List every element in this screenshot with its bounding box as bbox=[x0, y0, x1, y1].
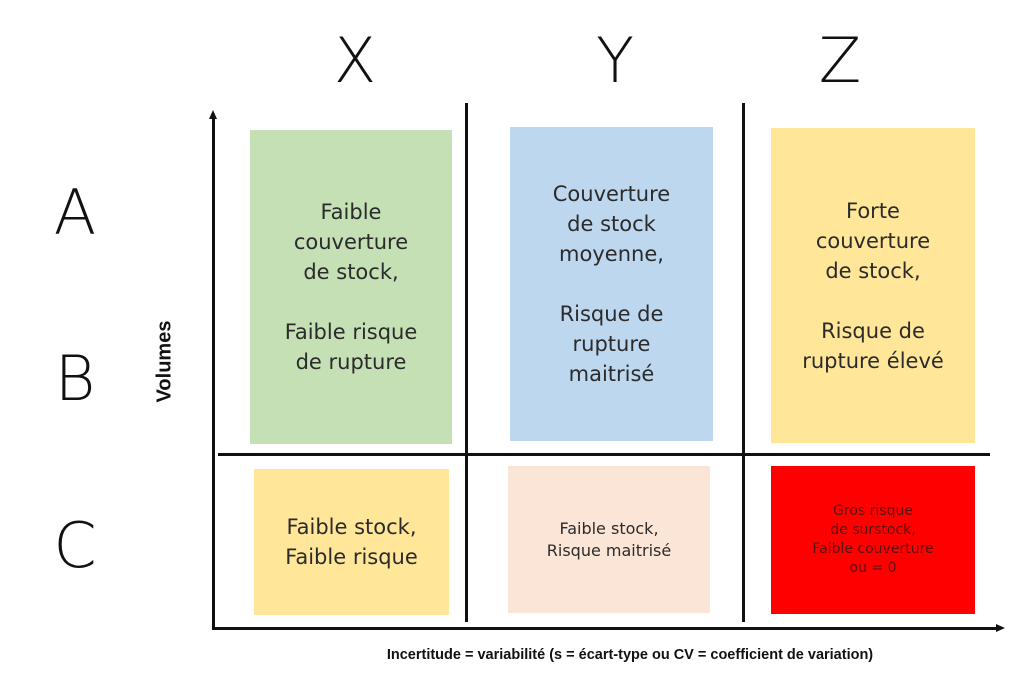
cell-c-x: Faible stock, Faible risque bbox=[254, 469, 449, 615]
cell-ab-x: Faible couverture de stock, Faible risqu… bbox=[250, 130, 452, 444]
divider-ab-c bbox=[218, 453, 990, 456]
row-label-b: B bbox=[54, 342, 96, 415]
cell-c-z: Gros risque de surstock, Faible couvertu… bbox=[771, 466, 975, 614]
cell-c-y: Faible stock, Risque maitrisé bbox=[508, 466, 710, 613]
y-axis bbox=[212, 118, 215, 630]
x-axis bbox=[212, 627, 997, 630]
divider-y-z bbox=[742, 103, 745, 622]
row-label-c: C bbox=[53, 509, 97, 582]
y-axis-arrow-icon bbox=[209, 110, 217, 119]
cell-ab-y: Couverture de stock moyenne, Risque de r… bbox=[510, 127, 713, 441]
column-label-x: X bbox=[333, 24, 377, 97]
column-label-z: Z bbox=[818, 24, 862, 97]
y-axis-label: Volumes bbox=[153, 320, 176, 403]
x-axis-arrow-icon bbox=[996, 624, 1005, 632]
cell-ab-z: Forte couverture de stock, Risque de rup… bbox=[771, 128, 975, 443]
divider-x-y bbox=[465, 103, 468, 622]
x-axis-label: Incertitude = variabilité (s = écart-typ… bbox=[386, 647, 874, 663]
column-label-y: Y bbox=[596, 24, 634, 97]
row-label-a: A bbox=[53, 176, 97, 249]
